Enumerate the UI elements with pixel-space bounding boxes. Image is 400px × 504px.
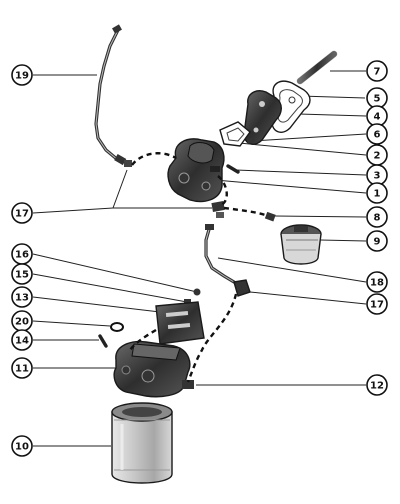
svg-text:10: 10 bbox=[15, 442, 29, 453]
svg-text:17: 17 bbox=[15, 209, 29, 220]
callout-4: 4 bbox=[366, 105, 388, 127]
pump-body-1 bbox=[167, 138, 225, 203]
callout-5: 5 bbox=[366, 87, 388, 109]
callout-9: 9 bbox=[366, 230, 388, 252]
svg-text:6: 6 bbox=[374, 130, 381, 141]
callout-20: 20 bbox=[11, 310, 33, 332]
svg-text:11: 11 bbox=[15, 364, 29, 375]
gasket-2 bbox=[219, 121, 251, 147]
svg-text:16: 16 bbox=[15, 250, 29, 261]
fuel-line-18 bbox=[204, 224, 236, 284]
svg-text:17: 17 bbox=[370, 300, 384, 311]
svg-text:1: 1 bbox=[374, 189, 381, 200]
svg-text:14: 14 bbox=[15, 336, 29, 347]
fitting-8 bbox=[264, 211, 276, 222]
callout-13: 13 bbox=[11, 286, 33, 308]
callout-3: 3 bbox=[366, 164, 388, 186]
svg-text:9: 9 bbox=[374, 237, 381, 248]
callout-2: 2 bbox=[366, 144, 388, 166]
cover-plate-4 bbox=[243, 90, 282, 145]
callouts: 19 7 5 4 6 2 3 1 bbox=[11, 60, 388, 457]
callout-8: 8 bbox=[366, 206, 388, 228]
svg-text:18: 18 bbox=[370, 278, 384, 289]
assembly-lines bbox=[129, 152, 269, 383]
callout-10: 10 bbox=[11, 435, 33, 457]
callout-19: 19 bbox=[11, 64, 33, 86]
fuel-filter-9 bbox=[280, 224, 322, 265]
fitting-17-lower bbox=[233, 279, 251, 297]
callout-11: 11 bbox=[11, 357, 33, 379]
callout-15: 15 bbox=[11, 263, 33, 285]
bracket-13 bbox=[155, 301, 205, 345]
nut-16 bbox=[193, 288, 201, 296]
fuel-line-19 bbox=[94, 24, 132, 167]
svg-text:12: 12 bbox=[370, 381, 384, 392]
filter-base-11 bbox=[113, 340, 191, 398]
pump-rod-7 bbox=[296, 50, 338, 85]
fitting-upper bbox=[211, 201, 225, 218]
svg-text:19: 19 bbox=[15, 71, 29, 82]
screw-3 bbox=[226, 164, 240, 174]
callout-18: 18 bbox=[366, 271, 388, 293]
callout-12: 12 bbox=[366, 374, 388, 396]
svg-text:20: 20 bbox=[15, 317, 29, 328]
svg-text:5: 5 bbox=[374, 94, 381, 105]
callout-14: 14 bbox=[11, 329, 33, 351]
callout-17-upper: 17 bbox=[11, 202, 33, 224]
washer-20 bbox=[110, 322, 124, 332]
svg-text:8: 8 bbox=[374, 213, 381, 224]
svg-text:7: 7 bbox=[374, 67, 381, 78]
screw-6 bbox=[246, 136, 255, 144]
svg-text:4: 4 bbox=[374, 112, 381, 123]
callout-16: 16 bbox=[11, 243, 33, 265]
svg-text:2: 2 bbox=[374, 151, 381, 162]
filter-canister-10 bbox=[111, 402, 173, 484]
callout-1: 1 bbox=[366, 182, 388, 204]
callout-7: 7 bbox=[366, 60, 388, 82]
callout-6: 6 bbox=[366, 123, 388, 145]
screw-14 bbox=[98, 334, 108, 348]
svg-text:3: 3 bbox=[374, 171, 381, 182]
screw-15 bbox=[184, 299, 191, 305]
svg-text:15: 15 bbox=[15, 270, 29, 281]
gasket-5 bbox=[271, 80, 311, 133]
plug-12 bbox=[182, 380, 194, 389]
callout-17-lower: 17 bbox=[366, 293, 388, 315]
svg-text:13: 13 bbox=[15, 293, 29, 304]
